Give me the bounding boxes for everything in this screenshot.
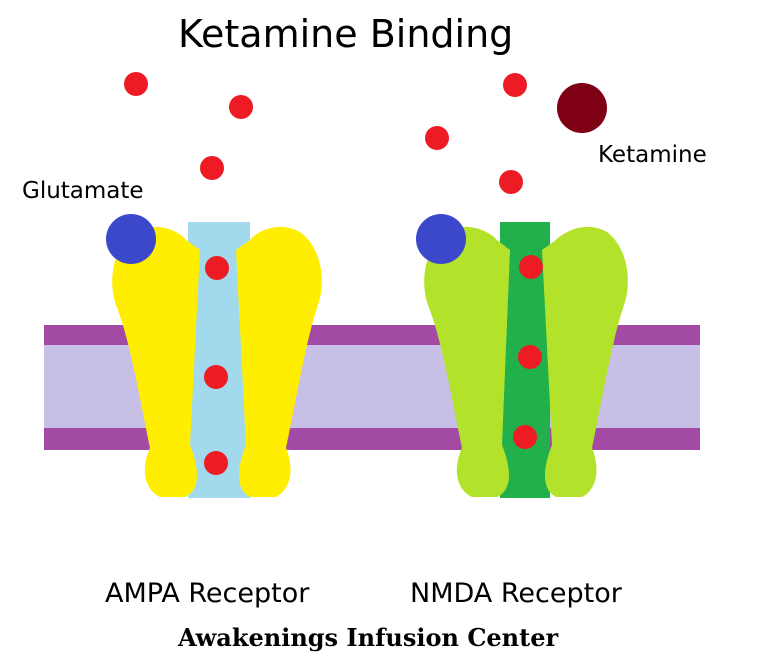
glutamate-molecule-ampa [106,214,156,264]
ketamine-label: Ketamine [598,142,707,168]
ampa-right-subunit [236,226,322,497]
ion-dot [425,126,449,150]
ion-dot [204,365,228,389]
ion-dot [499,170,523,194]
ion-dot [513,425,537,449]
ampa-receptor [112,222,322,498]
channel-ions [204,255,543,475]
ion-dot [205,256,229,280]
ion-dot [229,95,253,119]
ion-dot [518,345,542,369]
ampa-receptor-caption: AMPA Receptor [105,578,310,609]
nmda-left-subunit [424,226,510,497]
ion-dot [503,73,527,97]
ion-dot [124,72,148,96]
nmda-right-subunit [542,226,628,497]
ion-dot [200,156,224,180]
nmda-receptor-caption: NMDA Receptor [410,578,622,609]
ketamine-molecule [557,83,607,133]
free-ions [124,72,527,194]
glutamate-molecule-nmda [416,214,466,264]
ion-dot [204,451,228,475]
membrane-bottom-layer [44,428,700,450]
ampa-left-subunit [112,226,200,497]
diagram-title: Ketamine Binding [178,12,514,56]
glutamate-label: Glutamate [22,178,144,204]
ion-dot [519,255,543,279]
footer-credit: Awakenings Infusion Center [178,623,559,652]
